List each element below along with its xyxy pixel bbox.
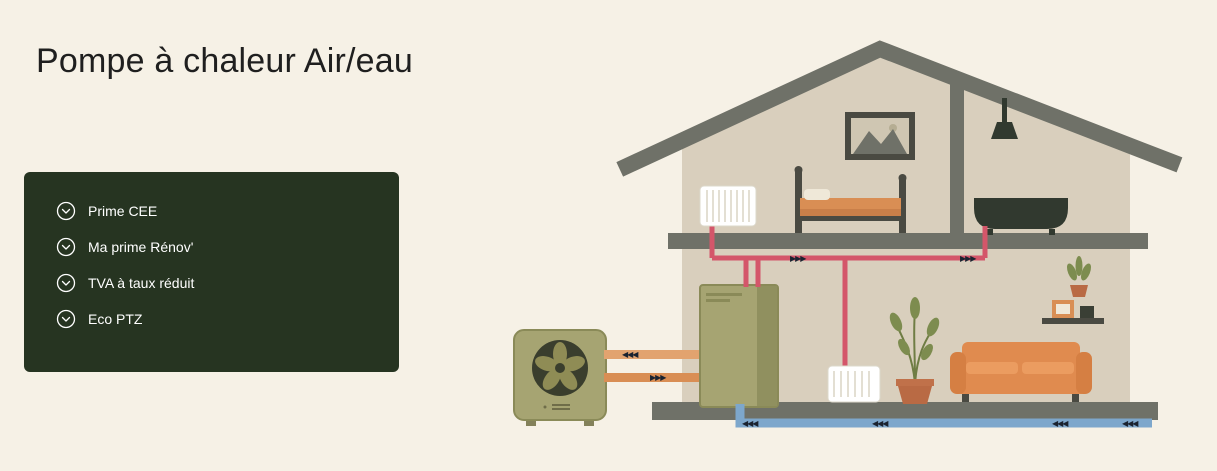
- flow-arrow-left-icon: ◀◀◀: [622, 350, 639, 359]
- accordion-item-tva-taux-reduit[interactable]: TVA à taux réduit: [56, 272, 379, 294]
- chevron-down-circle-icon: [56, 237, 76, 257]
- ground-slab: [652, 402, 1158, 420]
- heating-pipes: [709, 222, 988, 368]
- indoor-heat-pump-unit: [699, 284, 779, 408]
- flow-arrow-left-icon: ◀◀◀: [872, 419, 889, 428]
- potted-plant: [889, 297, 940, 404]
- interior-wall: [950, 84, 964, 233]
- heat-pump-house-illustration: ◀◀◀ ▶▶▶ ▶▶▶ ▶▶▶ ◀◀◀ ◀◀◀ ◀◀◀ ◀◀◀: [500, 20, 1217, 471]
- radiator-upstairs: [699, 185, 757, 227]
- floor-slab: [668, 233, 1148, 249]
- outdoor-unit: [513, 329, 607, 426]
- wall-shelf: [1042, 256, 1104, 324]
- page-title: Pompe à chaleur Air/eau: [36, 42, 413, 80]
- picture-frame: [845, 112, 915, 160]
- accordion-item-eco-ptz[interactable]: Eco PTZ: [56, 308, 379, 330]
- chevron-down-circle-icon: [56, 309, 76, 329]
- chevron-down-circle-icon: [56, 273, 76, 293]
- flow-arrow-right-icon: ▶▶▶: [650, 373, 667, 382]
- benefits-panel: Prime CEE Ma prime Rénov' TVA à taux réd…: [24, 172, 399, 372]
- accordion-item-prime-cee[interactable]: Prime CEE: [56, 200, 379, 222]
- flow-arrow-right-icon: ▶▶▶: [790, 254, 807, 263]
- bathtub: [974, 198, 1068, 235]
- fan-icon: [535, 342, 585, 390]
- refrigerant-pipes: [604, 350, 702, 382]
- flow-arrow-left-icon: ◀◀◀: [1122, 419, 1139, 428]
- shower: [991, 98, 1018, 139]
- flow-arrow-left-icon: ◀◀◀: [742, 419, 759, 428]
- accordion-item-label: Prime CEE: [88, 203, 158, 219]
- roof: [616, 40, 1183, 177]
- sofa: [950, 342, 1092, 402]
- flow-arrow-right-icon: ▶▶▶: [960, 254, 977, 263]
- bed: [794, 166, 907, 233]
- house-svg: ◀◀◀ ▶▶▶ ▶▶▶ ▶▶▶ ◀◀◀ ◀◀◀ ◀◀◀ ◀◀◀: [513, 40, 1183, 428]
- flow-arrows: ◀◀◀ ▶▶▶ ▶▶▶ ▶▶▶ ◀◀◀ ◀◀◀ ◀◀◀ ◀◀◀: [622, 254, 1140, 428]
- chevron-down-circle-icon: [56, 201, 76, 221]
- accordion-item-label: Ma prime Rénov': [88, 239, 194, 255]
- accordion-item-label: TVA à taux réduit: [88, 275, 195, 291]
- underfloor-return-pipe: [735, 404, 1152, 428]
- radiator-downstairs: [827, 365, 881, 403]
- accordion-item-ma-prime-renov[interactable]: Ma prime Rénov': [56, 236, 379, 258]
- flow-arrow-left-icon: ◀◀◀: [1052, 419, 1069, 428]
- accordion-item-label: Eco PTZ: [88, 311, 143, 327]
